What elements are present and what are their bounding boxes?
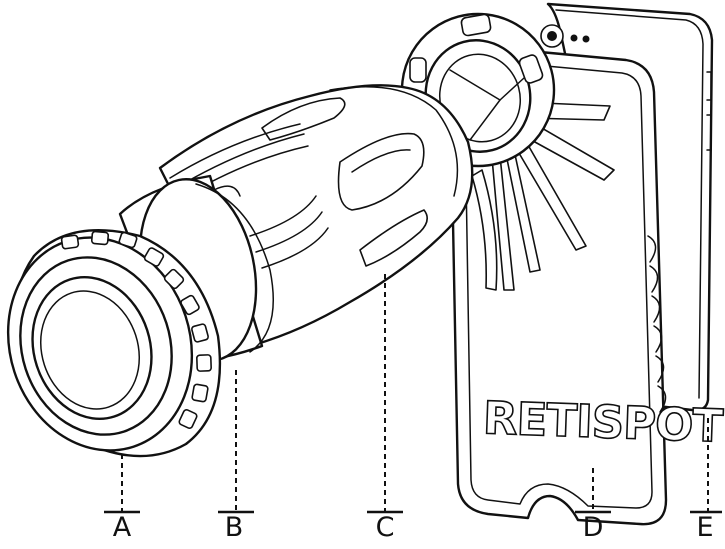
callout-label-a: A (112, 512, 132, 543)
mount-ring-knobs (409, 13, 544, 84)
body-window-slots (261, 97, 428, 267)
callout-label-d: D (582, 512, 604, 543)
callout-leaders (104, 274, 722, 514)
lens-grip-teeth (60, 230, 212, 430)
callout-label-b: B (224, 512, 244, 543)
phone-side-buttons (706, 71, 712, 151)
front-lens-assembly (6, 229, 222, 458)
callout-label-c: C (375, 512, 395, 543)
brand-logo-text: RETISPOT (482, 391, 724, 452)
phone-camera (540, 24, 590, 48)
case-grip-ridges (647, 235, 667, 413)
callout-label-e: E (696, 512, 714, 543)
